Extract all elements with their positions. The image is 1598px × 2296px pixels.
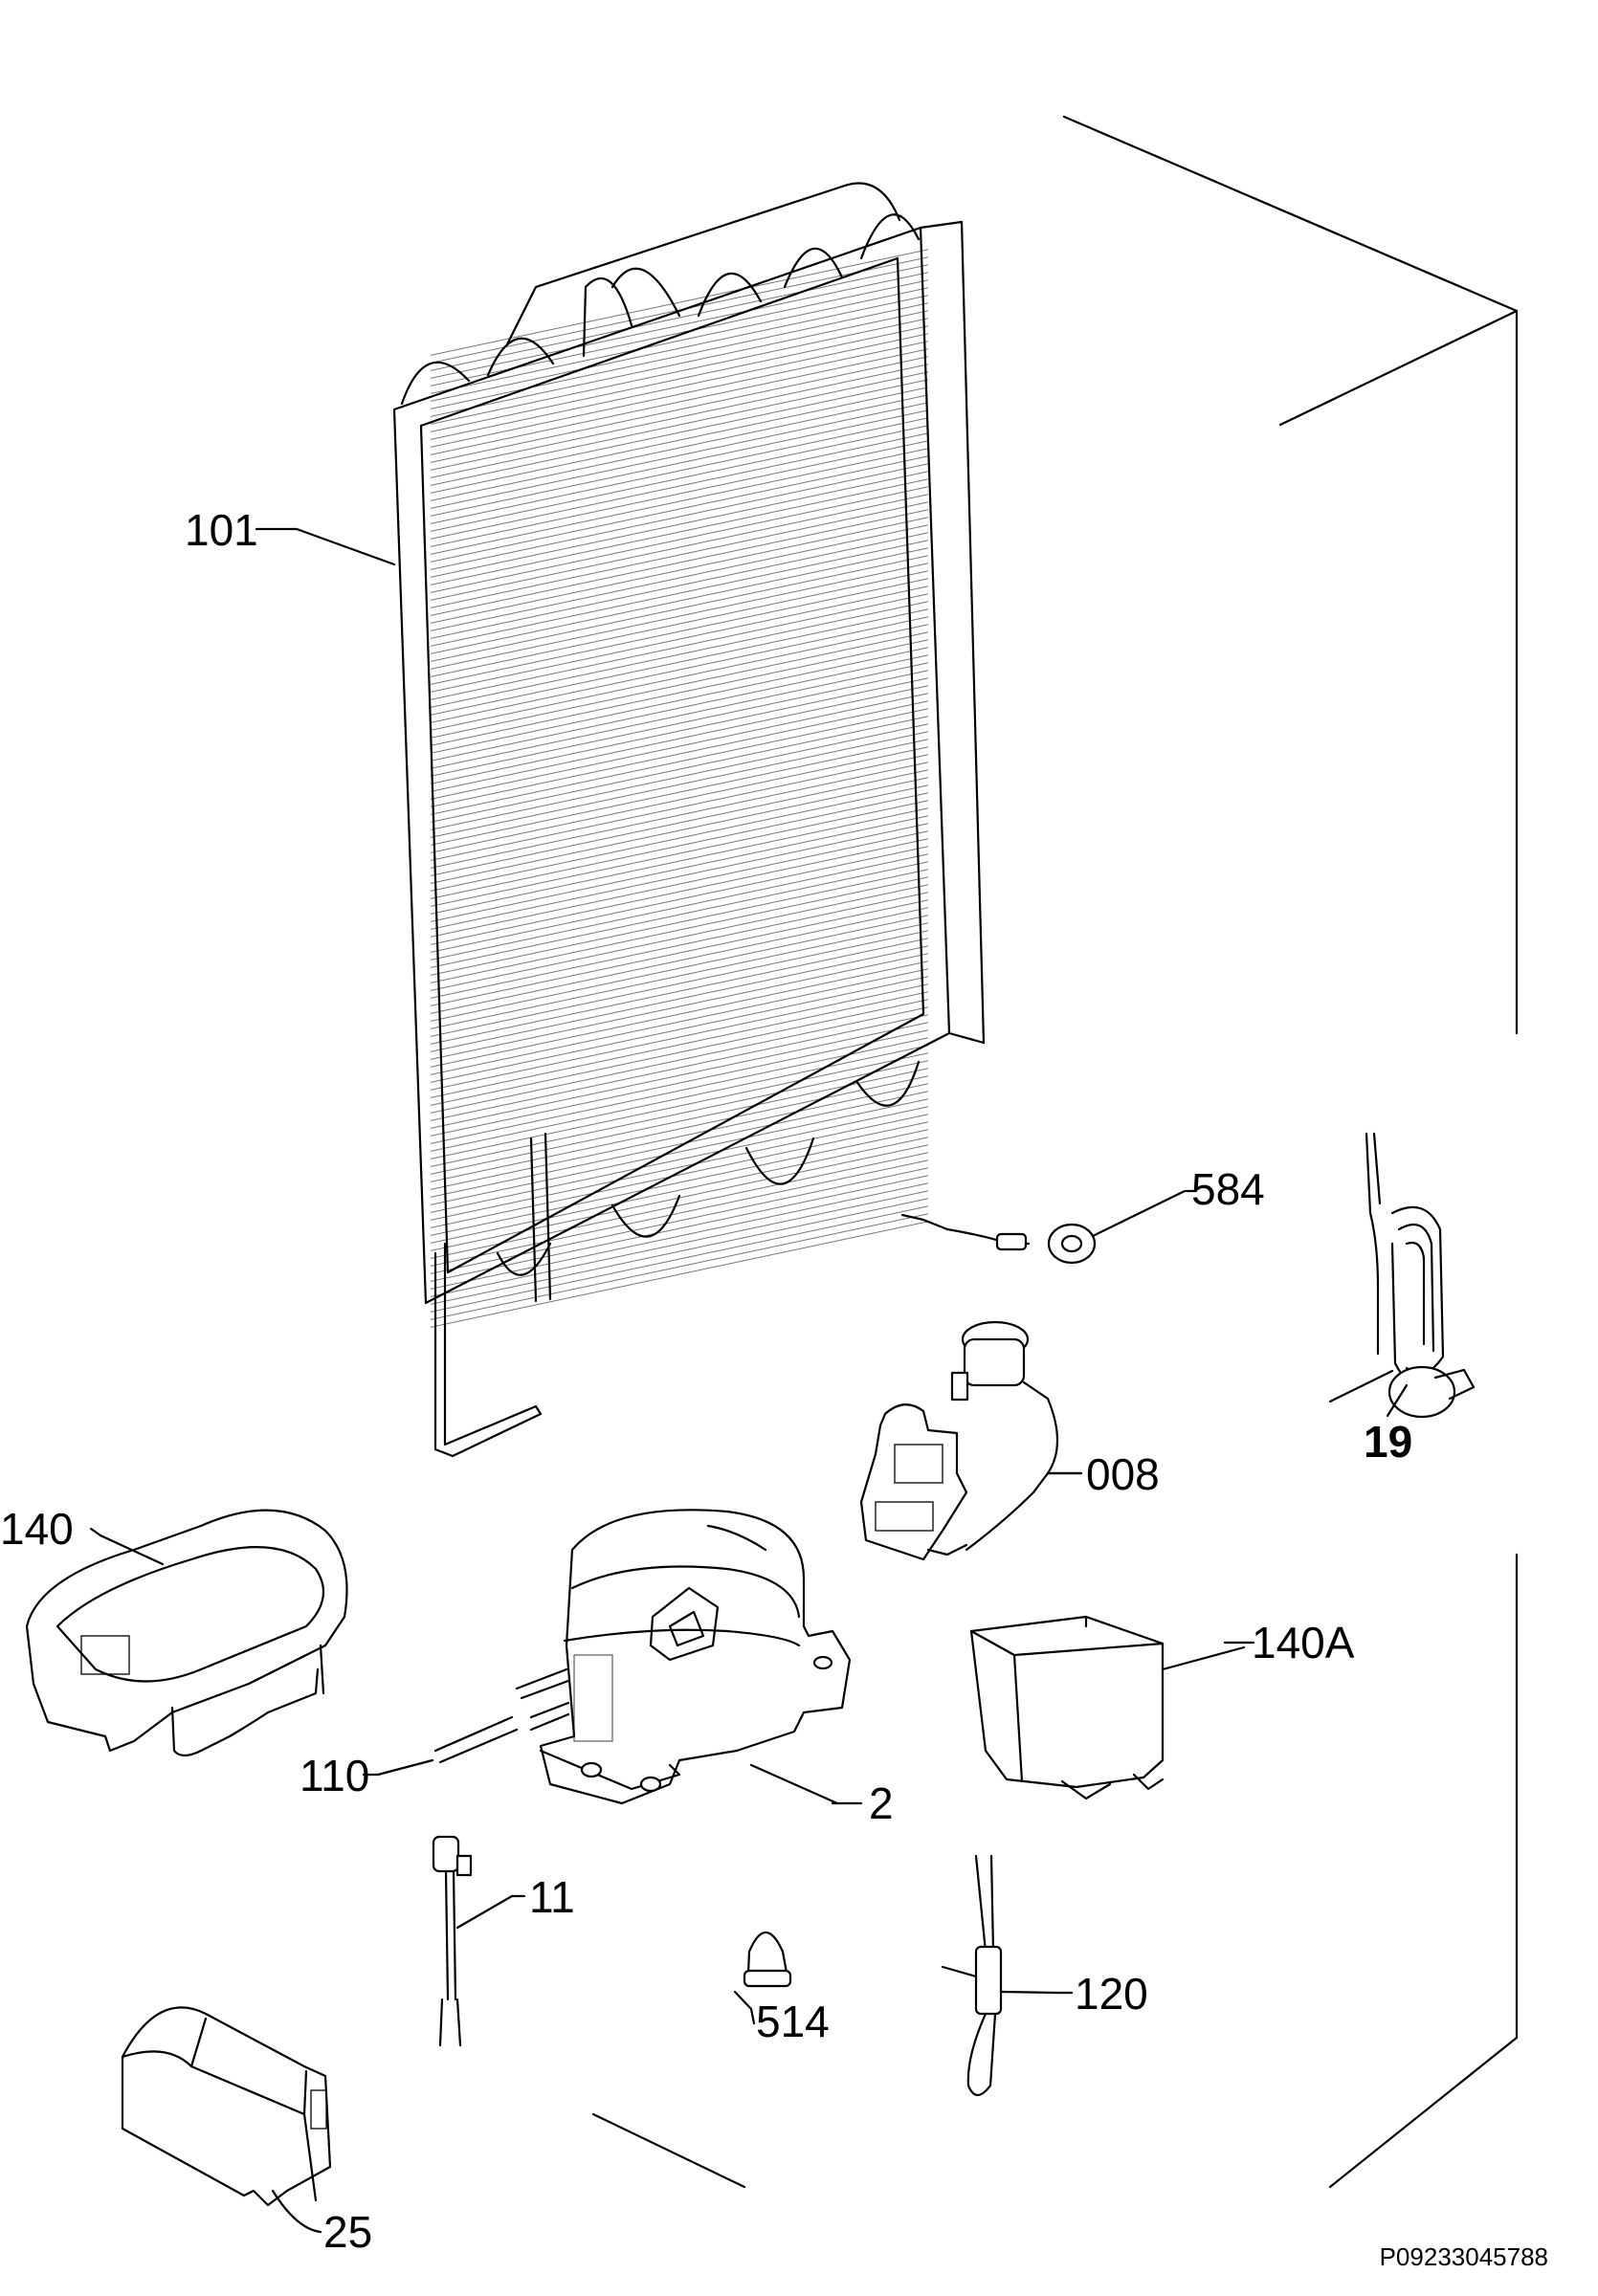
drip-tray-part (25, 1509, 348, 1757)
sensor-lead-part (432, 1835, 526, 2047)
callout-120: 120 (1075, 1969, 1148, 2019)
coil-cable-part (1365, 1132, 1476, 1419)
callout-2: 2 (869, 1778, 894, 1828)
callout-514: 514 (756, 1997, 830, 2046)
compressor-part (515, 1509, 852, 1805)
pin-part (376, 1715, 519, 1777)
cover-box-part (121, 2006, 332, 2234)
callout-110: 110 (300, 1751, 370, 1800)
document-code: P09233045788 (1379, 2242, 1548, 2271)
container-part (969, 1615, 1246, 1800)
sensor-cable-part (900, 1189, 1187, 1265)
callout-101: 101 (185, 505, 258, 555)
callout-19: 19 (1364, 1417, 1413, 1467)
callout-140: 140 (0, 1504, 74, 1554)
callout-140a: 140A (1252, 1618, 1355, 1667)
callout-584: 584 (1191, 1164, 1265, 1214)
callout-11: 11 (529, 1872, 575, 1922)
cabinet-outline (591, 115, 1519, 2189)
callout-008: 008 (1086, 1449, 1160, 1499)
callout-25: 25 (323, 2207, 373, 2257)
heater-wire-part (941, 1854, 1059, 2097)
thermostat-relay-part (859, 1320, 1083, 1561)
grommet-part (733, 1932, 792, 2025)
condenser-part (392, 182, 986, 1458)
leader-lines (89, 527, 1394, 1995)
